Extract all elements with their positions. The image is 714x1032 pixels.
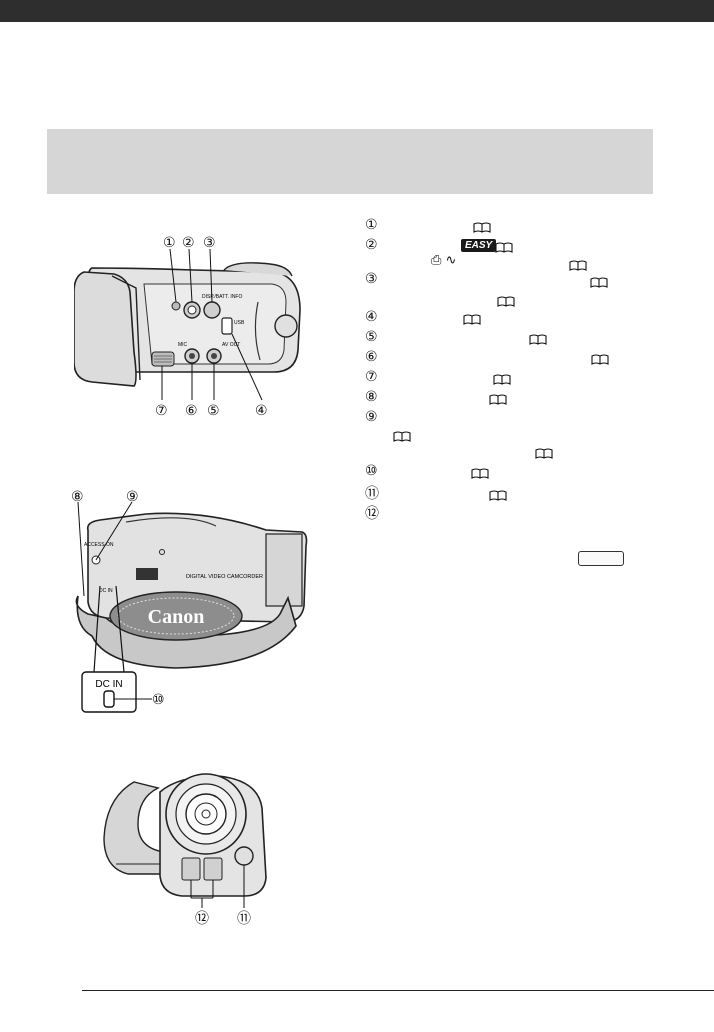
legend-item-4: ④ xyxy=(365,308,383,326)
legend-number: ⑥ xyxy=(365,349,378,365)
book-reference-icon xyxy=(463,312,481,325)
callout-2: ② xyxy=(182,235,195,251)
legend-item-8: ⑧ xyxy=(365,388,383,406)
book-reference-icon xyxy=(493,372,511,385)
legend-item-5: ⑤ xyxy=(365,328,383,346)
legend-item-1: ① xyxy=(365,216,383,234)
book-reference-icon xyxy=(591,352,609,365)
side-av-label: AV OUT xyxy=(222,342,240,348)
legend-number: ⑫ xyxy=(365,506,379,522)
book-reference-icon xyxy=(535,446,553,459)
legend-number: ⑨ xyxy=(365,409,378,425)
callout-3: ③ xyxy=(203,235,216,251)
legend-item-12: ⑫ xyxy=(365,504,383,522)
legend-item-10: ⑩ xyxy=(365,462,383,480)
callout-6: ⑥ xyxy=(185,403,198,419)
side-mic-label: MIC xyxy=(178,342,188,348)
canon-brand-logo: Canon xyxy=(148,606,205,628)
book-reference-icon xyxy=(473,220,491,233)
rear-dcin-small: DC IN xyxy=(99,588,113,594)
legend-number: ⑪ xyxy=(365,486,379,502)
side-disp-label: DISP./BATT. INFO xyxy=(202,294,242,300)
callout-4: ④ xyxy=(255,403,268,419)
camcorder-rear-view-figure: DIGITAL VIDEO CAMCORDER ACCESS ON Canon … xyxy=(66,486,312,718)
book-reference-icon xyxy=(590,275,608,288)
callout-7: ⑦ xyxy=(155,403,168,419)
print-share-icon: ⎙ ∿ xyxy=(431,253,457,268)
callout-10: ⑩ xyxy=(152,692,165,708)
book-reference-icon xyxy=(529,332,547,345)
dc-in-callout-label: DC IN xyxy=(95,679,122,690)
legend-number: ⑦ xyxy=(365,369,378,385)
footer-rule xyxy=(82,990,714,991)
book-reference-icon xyxy=(495,240,513,253)
legend-number: ⑩ xyxy=(365,463,378,479)
callout-9: ⑨ xyxy=(126,489,139,505)
legend-number: ④ xyxy=(365,309,378,325)
legend-number: ⑤ xyxy=(365,329,378,345)
book-reference-icon xyxy=(393,429,411,442)
side-usb-label: USB xyxy=(234,320,245,326)
book-reference-icon xyxy=(497,294,515,307)
legend-item-3: ③ xyxy=(365,270,383,288)
callout-8: ⑧ xyxy=(71,489,84,505)
legend-number: ⑧ xyxy=(365,389,378,405)
camcorder-side-view-figure: DISP./BATT. INFO USB MIC AV OUT ① xyxy=(74,232,314,424)
section-title-band xyxy=(47,129,653,194)
callout-5: ⑤ xyxy=(207,403,220,419)
legend-number: ① xyxy=(365,217,378,233)
book-reference-icon xyxy=(489,392,507,405)
legend-item-9: ⑨ xyxy=(365,408,383,426)
legend-item-6: ⑥ xyxy=(365,348,383,366)
camcorder-front-view-figure: ⑫ ⑪ xyxy=(98,768,274,932)
legend-number: ③ xyxy=(365,271,378,287)
rear-model-text: DIGITAL VIDEO CAMCORDER xyxy=(186,574,263,580)
book-reference-icon xyxy=(471,466,489,479)
legend-number: ② xyxy=(365,237,378,253)
rear-access-label: ACCESS ON xyxy=(84,542,114,548)
book-reference-icon xyxy=(569,258,587,271)
page-header-bar xyxy=(0,0,714,22)
easy-mode-badge: EASY xyxy=(461,239,497,252)
menu-button-icon xyxy=(578,551,624,566)
legend-item-2: ② xyxy=(365,236,383,254)
legend-item-7: ⑦ xyxy=(365,368,383,386)
callout-12: ⑫ xyxy=(195,911,209,927)
callout-1: ① xyxy=(163,235,176,251)
legend-item-11: ⑪ xyxy=(365,484,383,502)
book-reference-icon xyxy=(489,488,507,501)
callout-11: ⑪ xyxy=(237,911,251,927)
